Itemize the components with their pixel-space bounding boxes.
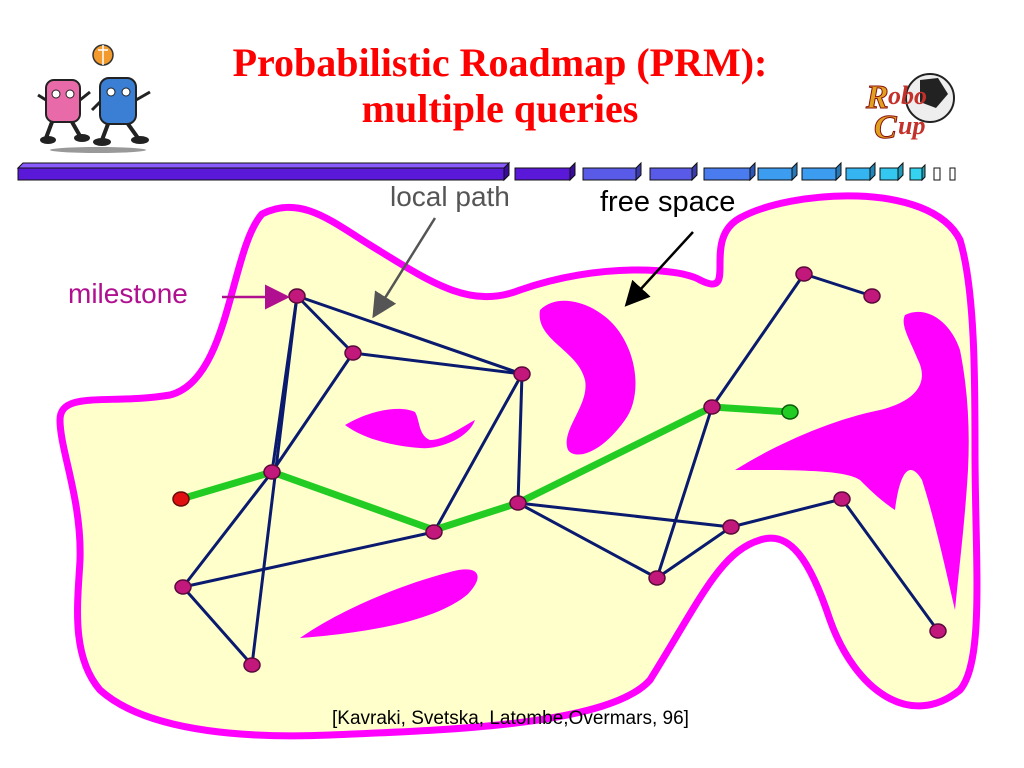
- robocup-r: R: [865, 79, 889, 116]
- robocup-c: C: [874, 109, 897, 146]
- header-bar-decoration: [16, 161, 956, 182]
- start-node: [172, 491, 190, 507]
- slide-title: Probabilistic Roadmap (PRM): multiple qu…: [150, 40, 850, 132]
- bar-segments-small: [514, 161, 956, 182]
- obstacle-spiky: [735, 311, 969, 610]
- title-line-2: multiple queries: [361, 86, 639, 131]
- obstacle-leaf: [300, 569, 478, 638]
- obstacle-crescent-small: [345, 408, 475, 449]
- goal-node: [781, 404, 799, 420]
- query-path: [177, 403, 794, 534]
- robot-mascots-logo-icon: [37, 44, 151, 153]
- milestone-label: milestone: [68, 278, 188, 309]
- bar-segment-long: [16, 161, 511, 182]
- robocup-obo: obo: [888, 81, 927, 110]
- local-path-arrow: [372, 217, 437, 319]
- robocup-up: up: [898, 111, 925, 140]
- obstacle-boomerang: [539, 300, 636, 455]
- robocup-logo-icon: R obo C up: [865, 73, 955, 146]
- free-space-arrow: [624, 231, 694, 307]
- title-line-1: Probabilistic Roadmap (PRM):: [232, 40, 768, 85]
- free-space-label: free space: [600, 186, 736, 218]
- citation: [Kavraki, Svetska, Latombe,Overmars, 96]: [332, 708, 689, 729]
- local-path-label: local path: [390, 181, 510, 212]
- milestones: [174, 266, 947, 673]
